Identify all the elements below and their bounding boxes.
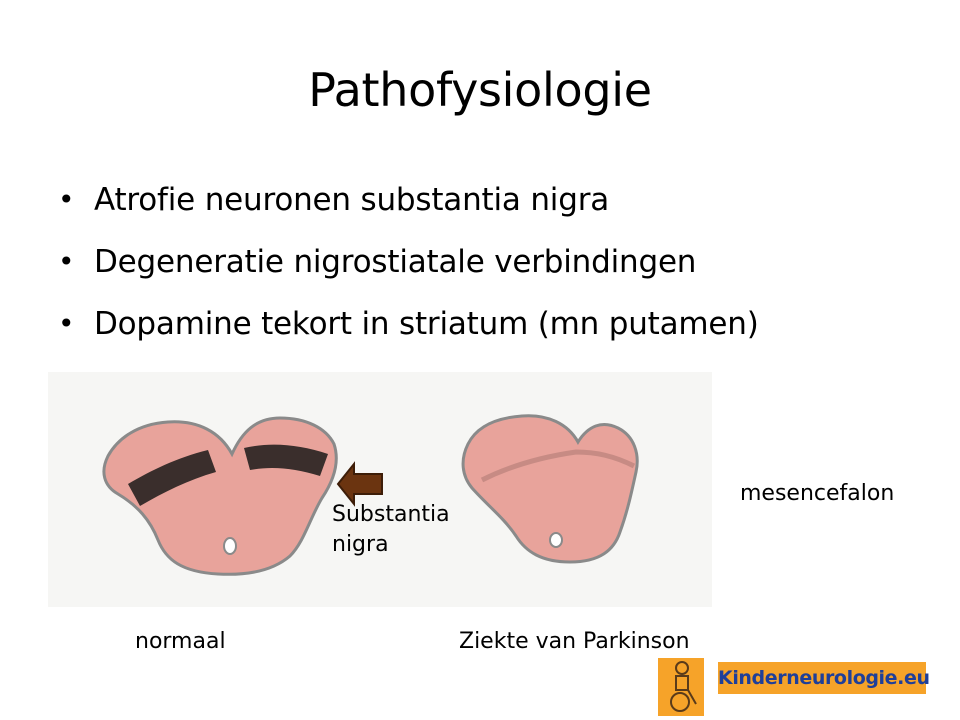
bullet-dot-icon: • bbox=[58, 307, 75, 340]
parkinson-aqueduct bbox=[549, 532, 563, 548]
mesencefalon-label: mesencefalon bbox=[740, 481, 895, 506]
normal-midbrain bbox=[102, 416, 338, 576]
logo-badge bbox=[658, 658, 704, 716]
normaal-label: normaal bbox=[135, 629, 226, 654]
substantia-label-line1: Substantia bbox=[332, 502, 450, 527]
slide-title: Pathofysiologie bbox=[308, 63, 652, 117]
bullet-text: Atrofie neuronen substantia nigra bbox=[94, 182, 610, 218]
drawing-svg bbox=[48, 372, 712, 607]
parkinson-substantia-nigra-faint bbox=[480, 449, 636, 483]
substantia-arrow-icon bbox=[336, 461, 383, 507]
substantia-nigra-label: Substantia nigra bbox=[332, 500, 450, 560]
bullet-dot-icon: • bbox=[58, 183, 75, 216]
wheelchair-figure-icon bbox=[670, 661, 697, 712]
bullet-item: • Degeneratie nigrostiatale verbindingen bbox=[58, 234, 759, 296]
normal-substantia-nigra-left bbox=[128, 450, 216, 506]
normal-aqueduct bbox=[223, 537, 237, 555]
bullet-dot-icon: • bbox=[58, 245, 75, 278]
bullet-text: Dopamine tekort in striatum (mn putamen) bbox=[94, 306, 759, 342]
bullet-text: Degeneratie nigrostiatale verbindingen bbox=[94, 244, 697, 280]
bullet-item: • Atrofie neuronen substantia nigra bbox=[58, 172, 759, 234]
mesencephalon-drawing bbox=[48, 372, 712, 607]
logo-text: Kinderneurologie.eu bbox=[718, 662, 930, 694]
substantia-label-line2: nigra bbox=[332, 532, 389, 557]
normal-substantia-nigra-right bbox=[244, 444, 328, 476]
parkinson-midbrain bbox=[461, 414, 639, 564]
bullet-item: • Dopamine tekort in striatum (mn putame… bbox=[58, 296, 759, 358]
bullet-list: • Atrofie neuronen substantia nigra • De… bbox=[58, 172, 759, 358]
ziekte-label: Ziekte van Parkinson bbox=[459, 629, 690, 654]
kinderneurologie-logo: Kinderneurologie.eu bbox=[658, 658, 930, 716]
